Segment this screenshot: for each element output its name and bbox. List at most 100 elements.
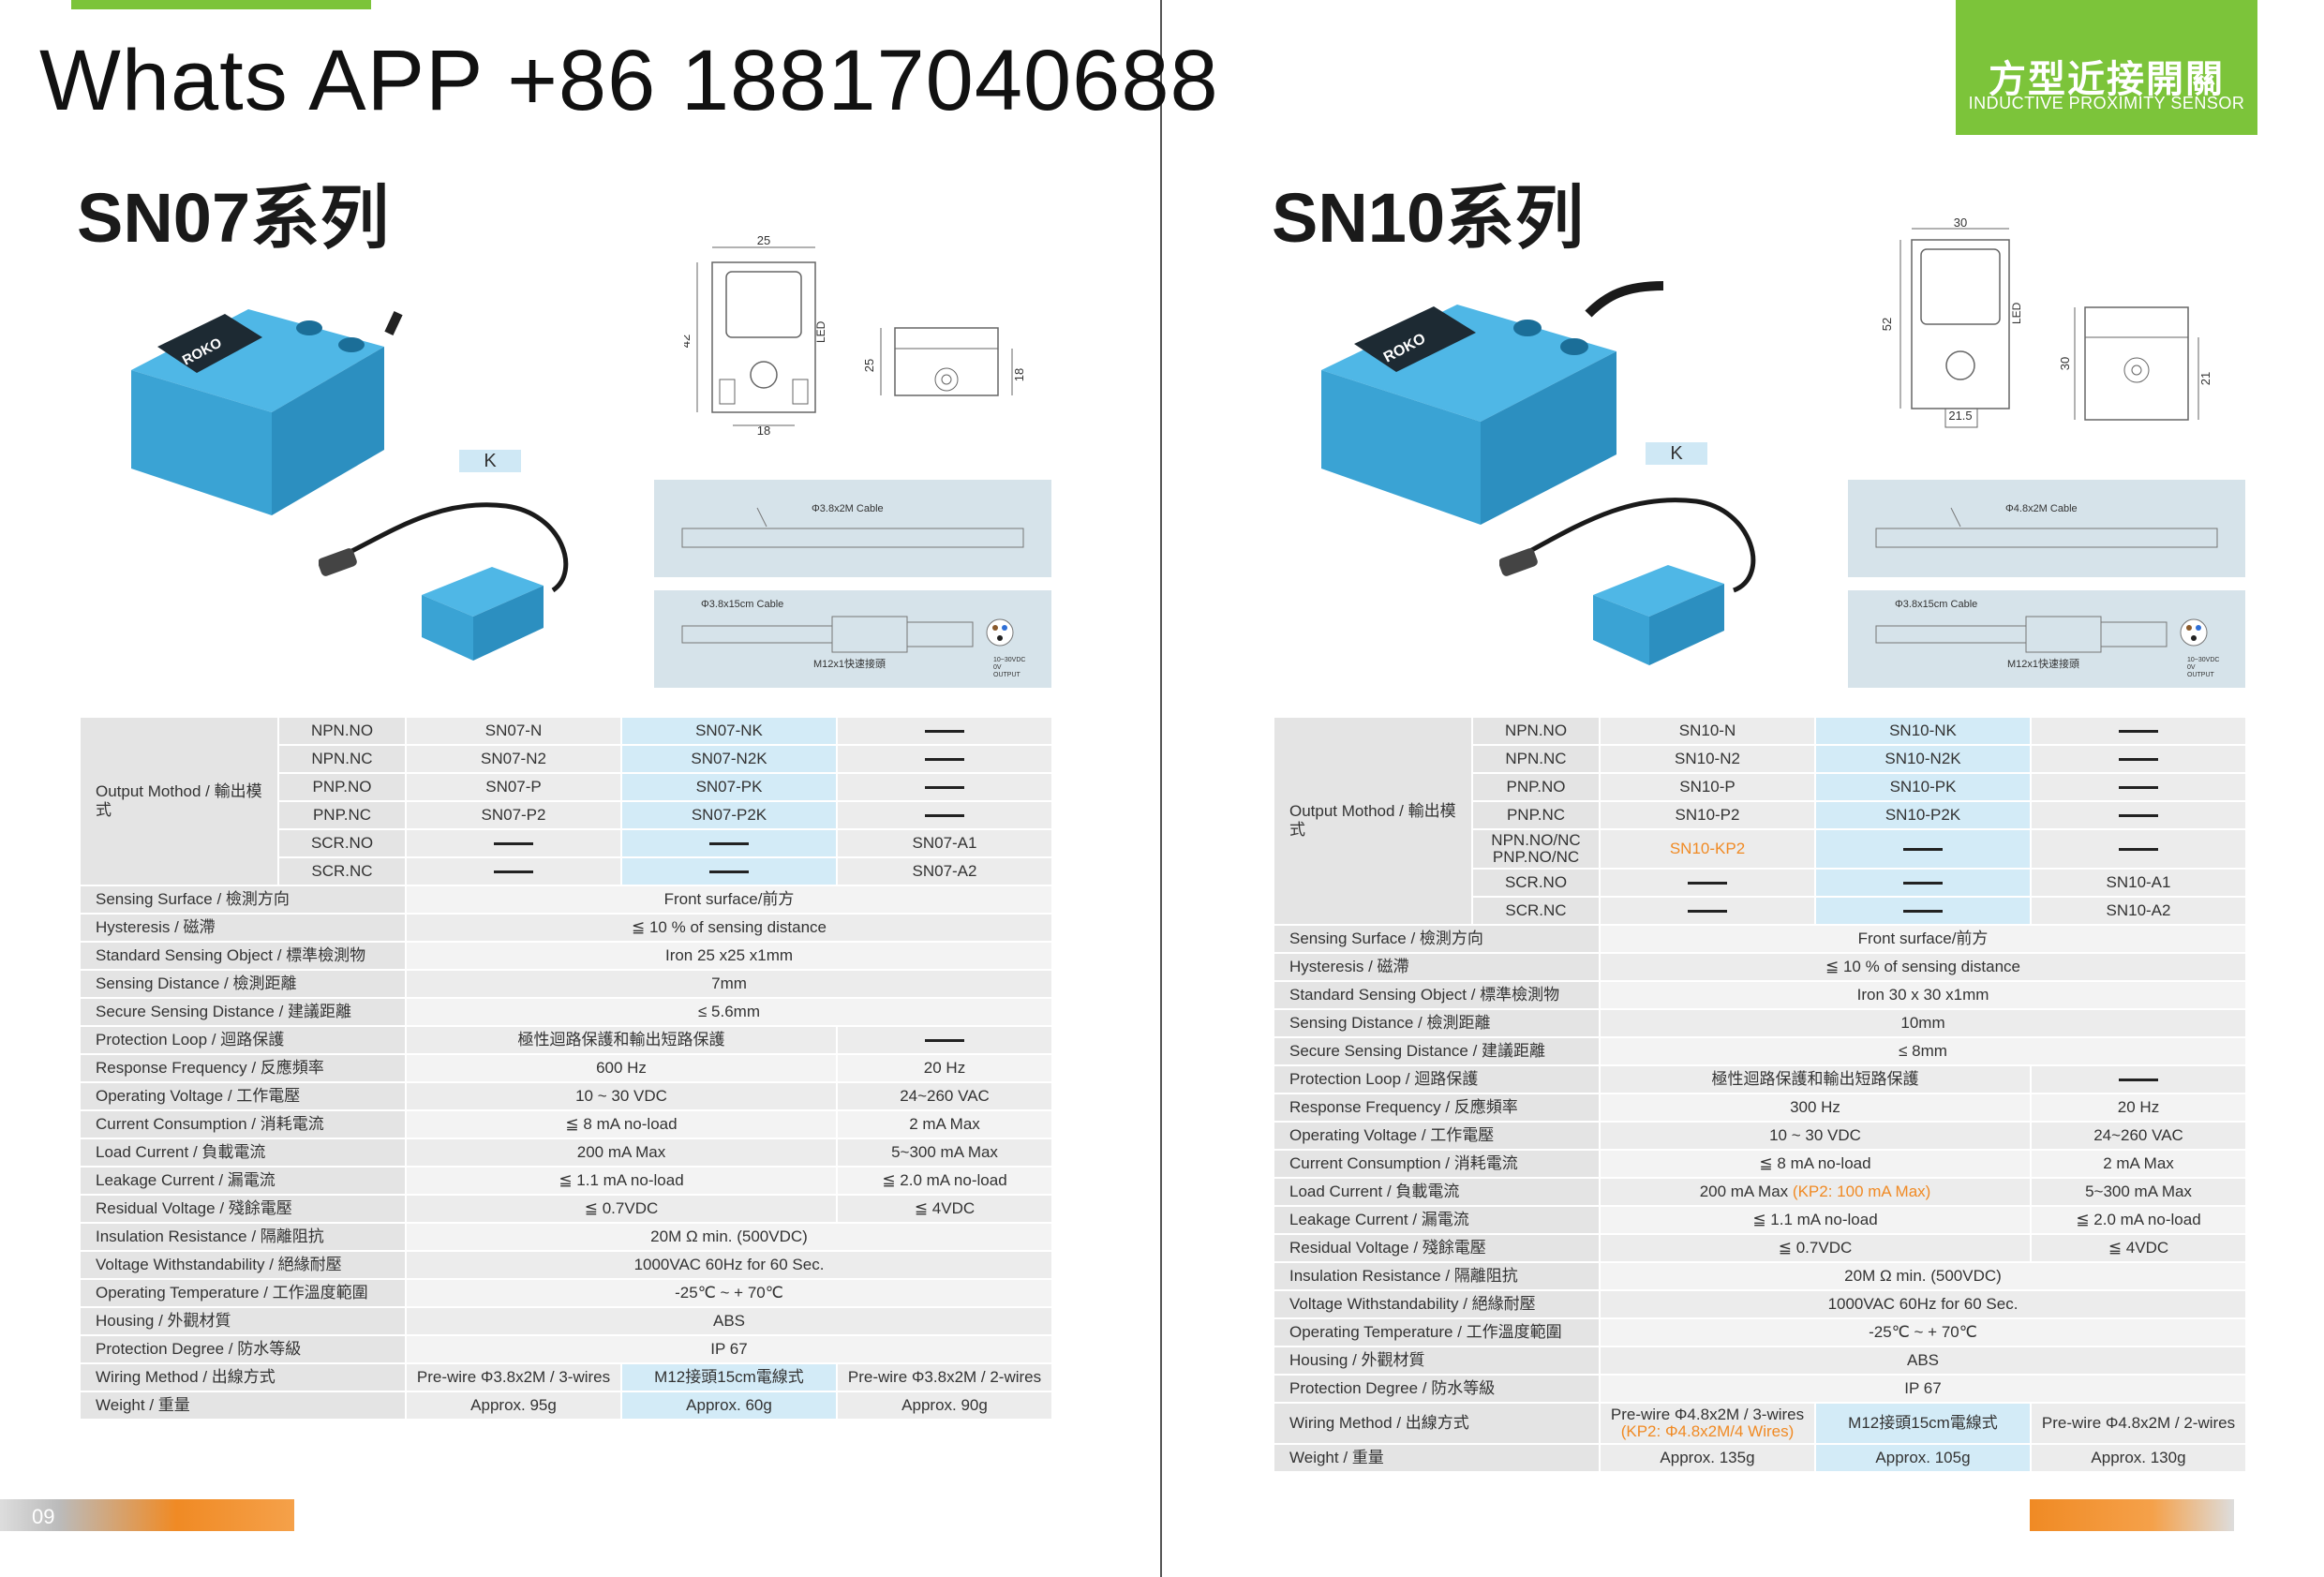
spec-label: Wiring Method / 出線方式: [79, 1362, 407, 1392]
spec-row: Protection Loop / 迴路保護極性迴路保護和輸出短路保護: [1273, 1064, 2247, 1094]
spec-label: Secure Sensing Distance / 建議距離: [79, 997, 407, 1027]
sensor-product-photo: ROKO: [131, 309, 403, 515]
model-prewire: SN10-P2: [1599, 800, 1816, 830]
model-prewire: SN07-P: [405, 772, 622, 802]
model-m12: [1814, 896, 2032, 926]
spec-value: 20M Ω min. (500VDC): [1599, 1261, 2247, 1291]
output-type: PNP.NC: [1471, 800, 1601, 830]
output-type: PNP.NO: [1471, 772, 1601, 802]
spec-label: Hysteresis / 磁滯: [79, 913, 407, 943]
spec-dc-text: 300 Hz: [1790, 1098, 1840, 1116]
spec-label: Operating Temperature / 工作溫度範圍: [1273, 1317, 1601, 1347]
spec-value: ≤ 5.6mm: [405, 997, 1053, 1027]
model-prewire: SN07-N: [405, 716, 622, 746]
cable-diagram-2m: Φ4.8x2M Cable: [1848, 480, 2245, 577]
cable-diagram-m12: Φ3.8x15cm Cable M12x1快速接頭 10~30VDC 0V OU…: [1848, 590, 2245, 688]
dash-not-available: [1903, 882, 1943, 885]
model-ac: SN07-A1: [836, 828, 1053, 858]
spec-label: Insulation Resistance / 隔離阻抗: [1273, 1261, 1601, 1291]
spec-value-dc: ≦ 1.1 mA no-load: [405, 1166, 838, 1196]
spec-value: Front surface/前方: [405, 885, 1053, 915]
spec-label: Leakage Current / 漏電流: [1273, 1205, 1601, 1235]
spec-dc-text: 極性迴路保護和輸出短路保護: [1711, 1070, 1919, 1088]
dimension-drawing: 30 52 LED 21.5 30 21: [1880, 216, 2212, 428]
spec-value-dc: 極性迴路保護和輸出短路保護: [1599, 1064, 2032, 1094]
brand-banner: 方型近接開關 INDUCTIVE PROXIMITY SENSOR: [1956, 0, 2257, 135]
spec-value: IP 67: [405, 1334, 1053, 1364]
model-ac: [836, 800, 1053, 830]
dim-led: LED: [814, 320, 827, 343]
cable-15cm-label: Φ3.8x15cm Cable: [1895, 599, 1977, 610]
model-m12: SN07-P2K: [620, 800, 838, 830]
output-type: NPN.NC: [1471, 744, 1601, 774]
output-row: SCR.NO SN07-A1: [80, 828, 1053, 858]
dash-not-available: [1903, 848, 1943, 852]
model-ac: [836, 716, 1053, 746]
spec-label: Response Frequency / 反應頻率: [1273, 1093, 1601, 1123]
output-type: SCR.NO: [277, 828, 407, 858]
model-prewire: SN07-N2: [405, 744, 622, 774]
spec-label: Housing / 外觀材質: [1273, 1346, 1601, 1376]
output-type: PNP.NC: [277, 800, 407, 830]
model-m12: SN10-P2K: [1814, 800, 2032, 830]
spec-row: Secure Sensing Distance / 建議距離≤ 8mm: [1273, 1036, 2247, 1066]
spec-dc-text: 10 ~ 30 VDC: [575, 1087, 667, 1105]
page-footer-bar: [2030, 1499, 2234, 1531]
whatsapp-contact: Whats APP +86 18817040688: [39, 33, 1219, 128]
spec-value: ≤ 8mm: [1599, 1036, 2247, 1066]
dim-height: 42: [684, 335, 693, 348]
svg-text:OUTPUT: OUTPUT: [2187, 672, 2215, 678]
model-ac: SN07-A2: [836, 856, 1053, 886]
spec-row: Leakage Current / 漏電流≦ 1.1 mA no-load≦ 2…: [1273, 1205, 2247, 1235]
spec-label: Current Consumption / 消耗電流: [1273, 1149, 1601, 1179]
spec-row: Current Consumption / 消耗電流≦ 8 mA no-load…: [79, 1109, 1053, 1139]
spec-value: 10mm: [1599, 1008, 2247, 1038]
spec-dc-note: (KP2: 100 mA Max): [1792, 1183, 1931, 1200]
spec-label: Protection Degree / 防水等級: [1273, 1374, 1601, 1404]
output-type: SCR.NC: [277, 856, 407, 886]
page-number: 09: [32, 1505, 55, 1528]
spec-value-dc: ≦ 8 mA no-load: [405, 1109, 838, 1139]
weight-prewire: Approx. 135g: [1599, 1443, 1816, 1473]
dash-not-available: [2119, 730, 2158, 734]
spec-value-ac: 5~300 mA Max: [2030, 1177, 2247, 1207]
dash-not-available: [925, 730, 964, 734]
dash-not-available: [1688, 910, 1727, 914]
dim-bottom: 21.5: [1948, 409, 1972, 423]
spec-row: Residual Voltage / 殘餘電壓≦ 0.7VDC≦ 4VDC: [79, 1194, 1053, 1224]
dash-not-available: [925, 758, 964, 762]
dimension-drawing: 25 42 LED 18 25 18: [684, 234, 1026, 436]
spec-label: Standard Sensing Object / 標準檢測物: [1273, 980, 1601, 1010]
spec-value-dc: ≦ 8 mA no-load: [1599, 1149, 2032, 1179]
spec-label: Hysteresis / 磁滯: [1273, 952, 1601, 982]
spec-value: Iron 25 x25 x1mm: [405, 941, 1053, 971]
cable-2m-label: Φ3.8x2M Cable: [812, 503, 884, 514]
spec-dc-text: 200 mA Max: [576, 1143, 666, 1161]
spec-label: Load Current / 負載電流: [79, 1138, 407, 1168]
model-ac: SN10-A2: [2030, 896, 2247, 926]
spec-label: Sensing Surface / 檢測方向: [79, 885, 407, 915]
model-prewire: SN10-P: [1599, 772, 1816, 802]
model-m12: [620, 828, 838, 858]
spec-dc-text: ≦ 8 mA no-load: [565, 1115, 678, 1133]
brand-title-en: INDUCTIVE PROXIMITY SENSOR: [1968, 94, 2245, 112]
spec-value: Front surface/前方: [1599, 924, 2247, 954]
dim-side-height: 30: [2058, 357, 2072, 370]
connector-label: M12x1快速接頭: [813, 658, 886, 670]
spec-label: Response Frequency / 反應頻率: [79, 1053, 407, 1083]
spec-value-dc: 200 mA Max (KP2: 100 mA Max): [1599, 1177, 2032, 1207]
spec-value-dc: ≦ 0.7VDC: [1599, 1233, 2032, 1263]
model-ac: [2030, 716, 2247, 746]
spec-label: Residual Voltage / 殘餘電壓: [1273, 1233, 1601, 1263]
spec-label: Leakage Current / 漏電流: [79, 1166, 407, 1196]
wiring-m12: M12接頭15cm電線式: [620, 1362, 838, 1392]
